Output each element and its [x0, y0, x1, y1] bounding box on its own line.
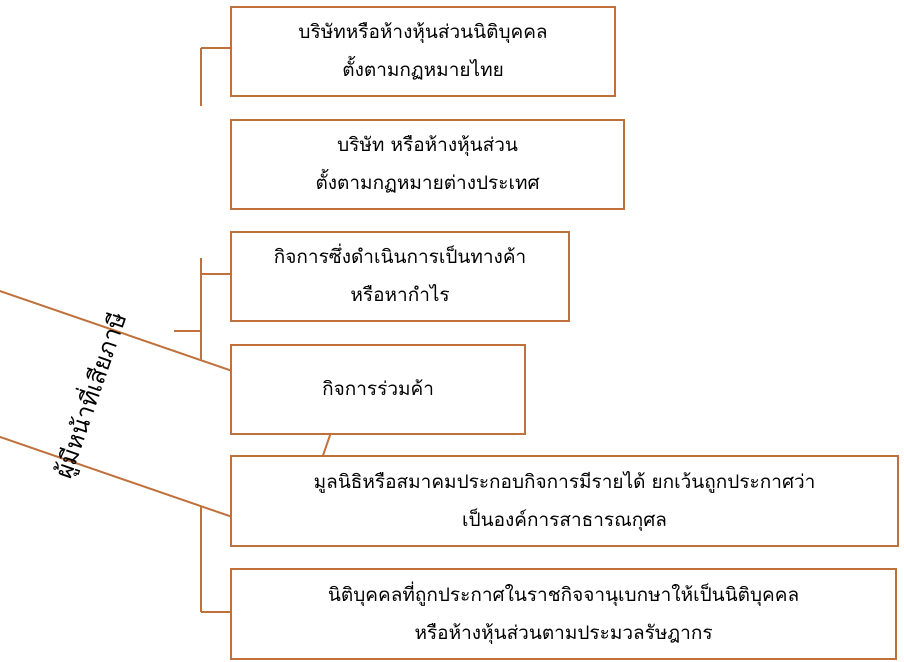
item-box-4: กิจการร่วมค้า: [230, 344, 526, 435]
root-label: ผู้มีหน้าที่เสียภาษี: [49, 308, 132, 482]
item-1-line-1: บริษัทหรือห้างหุ้นส่วนนิติบุคคล: [298, 21, 548, 44]
item-box-1: บริษัทหรือห้างหุ้นส่วนนิติบุคคล ตั้งตามก…: [230, 6, 616, 97]
item-box-5: มูลนิธิหรือสมาคมประกอบกิจการมีรายได้ ยกเ…: [230, 455, 899, 547]
item-3-line-1: กิจการซึ่งดำเนินการเป็นทางค้า: [273, 246, 527, 269]
item-box-6: นิติบุคคลที่ถูกประกาศในราชกิจจานุเบกษาให…: [230, 568, 897, 660]
item-6-line-1: นิติบุคคลที่ถูกประกาศในราชกิจจานุเบกษาให…: [327, 583, 800, 606]
item-box-3: กิจการซึ่งดำเนินการเป็นทางค้า หรือหากำไร: [230, 231, 570, 322]
item-1-line-2: ตั้งตามกฏหมายไทย: [342, 58, 504, 81]
item-5-line-1: มูลนิธิหรือสมาคมประกอบกิจการมีรายได้ ยกเ…: [313, 470, 816, 493]
item-2-line-1: บริษัท หรือห้างหุ้นส่วน: [337, 134, 518, 157]
item-2-line-2: ตั้งตามกฏหมายต่างประเทศ: [315, 171, 540, 194]
item-6-line-2: หรือห้างหุ้นส่วนตามประมวลรัษฎากร: [414, 621, 713, 644]
item-3-line-2: หรือหากำไร: [350, 283, 450, 306]
item-5-line-2: เป็นองค์การสาธารณกุศล: [462, 508, 667, 531]
item-box-2: บริษัท หรือห้างหุ้นส่วน ตั้งตามกฏหมายต่า…: [230, 119, 625, 210]
item-4-line-1: กิจการร่วมค้า: [322, 378, 434, 401]
